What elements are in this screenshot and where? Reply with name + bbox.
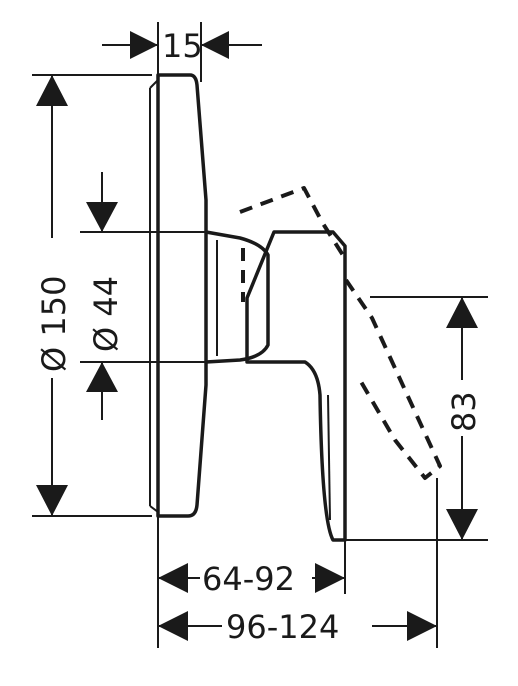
handle-projection-label: 64-92 <box>202 560 295 598</box>
mixer-body <box>205 230 270 364</box>
dimension-handle-projection: 64-92 <box>158 560 345 598</box>
dimension-total-projection: 96-124 <box>158 608 437 646</box>
cover-depth-label: 15 <box>162 27 203 65</box>
cover-plate <box>149 73 208 518</box>
lever-handle-alternate-position <box>239 186 442 480</box>
lever-handle <box>245 230 347 542</box>
lever-height-label: 83 <box>445 391 483 432</box>
cover-diameter-label: Ø 150 <box>35 276 73 372</box>
dimension-cover-diameter: Ø 150 <box>35 75 73 516</box>
inner-diameter-label: Ø 44 <box>87 276 125 352</box>
dimension-inner-diameter: Ø 44 <box>86 172 125 420</box>
total-projection-label: 96-124 <box>226 608 339 646</box>
dimension-cover-depth: 15 <box>102 27 262 65</box>
dimension-lever-height: 83 <box>445 297 483 540</box>
